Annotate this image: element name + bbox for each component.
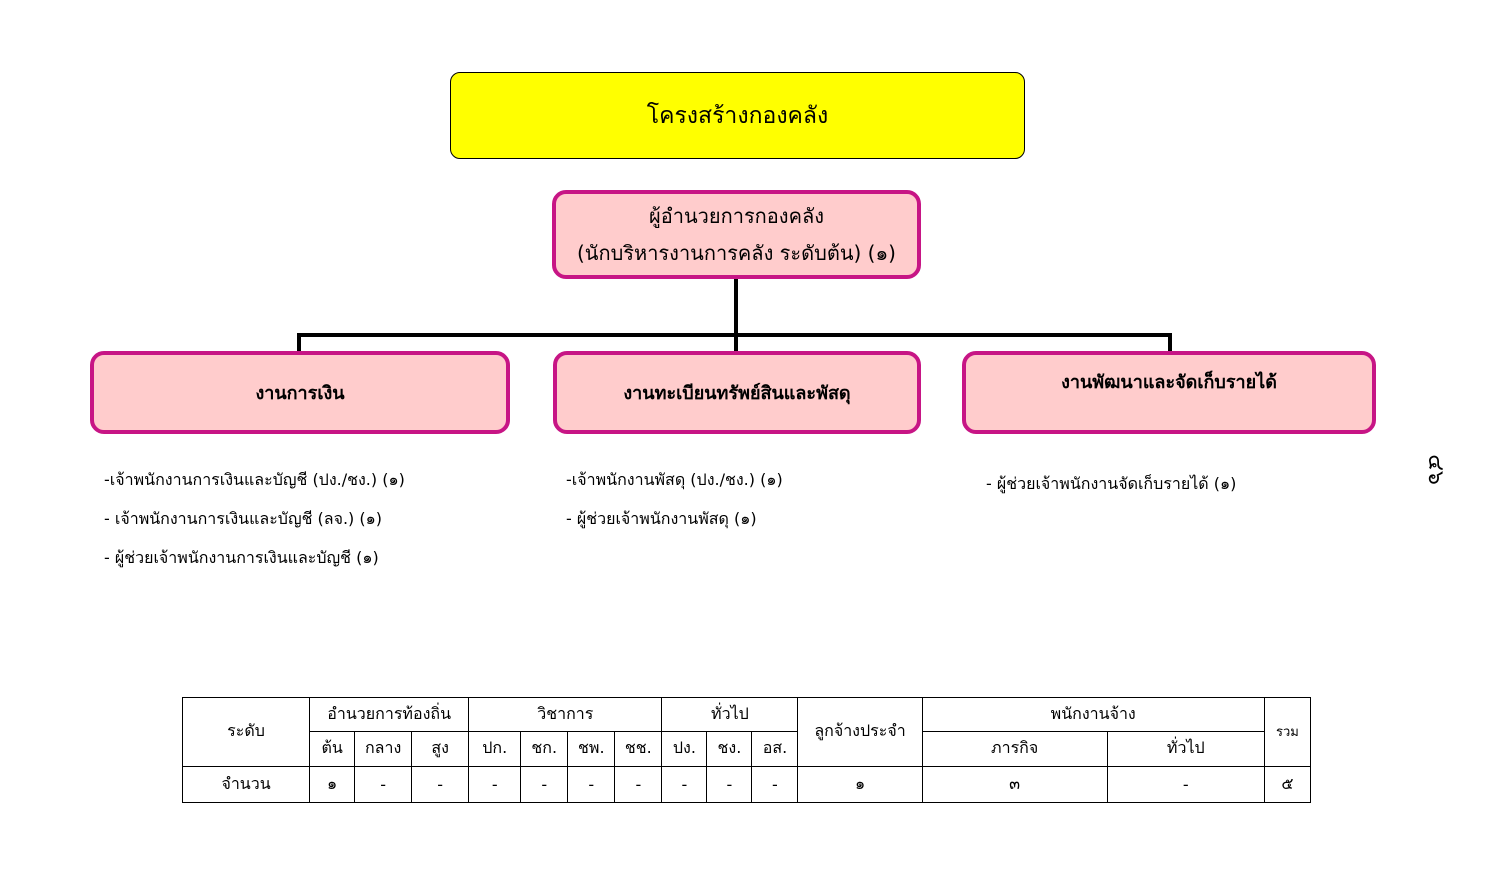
staff-summary-table: ระดับ อำนวยการท้องถิ่น วิชาการ ทั่วไป ลู… (181, 696, 1312, 804)
staff-list-revenue: - ผู้ช่วยเจ้าพนักงานจัดเก็บรายได้ (๑) (986, 473, 1236, 512)
page-number: ๔๖ (1422, 454, 1448, 485)
connector-horizontal (297, 333, 1172, 337)
subheader-cell: อส. (751, 731, 799, 767)
count-cell: ๕ (1263, 765, 1312, 804)
count-cell: - (751, 765, 799, 804)
count-cell: ๑ (309, 765, 356, 804)
group-header-local-director: อำนวยการท้องถิ่น (309, 696, 470, 733)
staff-item: - ผู้ช่วยเจ้าพนักงานพัสดุ (๑) (566, 509, 757, 528)
chart-title: โครงสร้างกองคลัง (646, 102, 829, 129)
unit-name: งานทะเบียนทรัพย์สินและพัสดุ (623, 383, 851, 404)
count-cell: ๓ (921, 765, 1108, 804)
count-cell: - (614, 765, 663, 804)
director-box: ผู้อำนวยการกองคลัง (นักบริหารงานการคลัง … (552, 190, 921, 279)
staff-list-finance: -เจ้าพนักงานการเงินและบัญชี (ปง./ชง.) (๑… (104, 469, 405, 586)
subheader-cell: ชง. (706, 731, 753, 767)
count-cell: - (567, 765, 616, 804)
subheader-cell: ต้น (309, 731, 356, 767)
staff-item: - ผู้ช่วยเจ้าพนักงานจัดเก็บรายได้ (๑) (986, 474, 1237, 493)
connector-drop-right (1168, 333, 1172, 351)
group-header-academic: วิชาการ (468, 696, 663, 733)
table-header-row: ระดับ อำนวยการท้องถิ่น วิชาการ ทั่วไป ลู… (181, 696, 1312, 767)
count-cell: - (354, 765, 413, 804)
subheader-cell: ทั่วไป (1106, 731, 1265, 767)
unit-box-registry: งานทะเบียนทรัพย์สินและพัสดุ (553, 351, 921, 434)
level-header: ระดับ (181, 697, 311, 767)
subheader-cell: ชช. (614, 731, 663, 767)
count-cell: ๑ (797, 765, 923, 804)
unit-name: งานพัฒนาและจัดเก็บรายได้ (1061, 372, 1277, 393)
count-cell: - (468, 765, 522, 804)
table-count-row: จำนวน ๑ - - - - - - - - - ๑ ๓ - ๕ (181, 765, 1312, 804)
staff-item: -เจ้าพนักงานการเงินและบัญชี (ปง./ชง.) (๑… (104, 470, 405, 489)
connector-vertical-main (734, 279, 738, 351)
staff-item: - ผู้ช่วยเจ้าพนักงานการเงินและบัญชี (๑) (104, 548, 379, 567)
director-position: (นักบริหารงานการคลัง ระดับต้น) (๑) (577, 240, 896, 265)
unit-box-finance: งานการเงิน (90, 351, 510, 434)
count-cell: - (706, 765, 753, 804)
count-cell: - (1106, 765, 1265, 804)
title-box: โครงสร้างกองคลัง (450, 72, 1025, 159)
count-cell: - (520, 765, 569, 804)
subheader-cell: ปก. (468, 731, 522, 767)
staff-item: - เจ้าพนักงานการเงินและบัญชี (ลจ.) (๑) (104, 509, 382, 528)
subheader-cell: ภารกิจ (921, 731, 1108, 767)
subheader-cell: ชก. (520, 731, 569, 767)
group-header-permanent-employee: ลูกจ้างประจำ (797, 697, 923, 767)
unit-name: งานการเงิน (255, 383, 345, 404)
count-cell: - (411, 765, 470, 804)
table-subheader-row: ต้น กลาง สูง ปก. ชก. ชพ. ชช. ปง. ชง. อส.… (183, 731, 1311, 767)
group-header-contract-staff: พนักงานจ้าง (921, 696, 1265, 733)
staff-list-registry: -เจ้าพนักงานพัสดุ (ปง./ชง.) (๑) - ผู้ช่ว… (566, 469, 783, 547)
staff-item: -เจ้าพนักงานพัสดุ (ปง./ชง.) (๑) (566, 470, 783, 489)
subheader-cell: กลาง (354, 731, 413, 767)
group-header-general: ทั่วไป (661, 696, 799, 733)
subheader-cell: สูง (411, 731, 470, 767)
director-title: ผู้อำนวยการกองคลัง (649, 203, 824, 228)
count-cell: - (661, 765, 708, 804)
group-header-total: รวม (1263, 697, 1312, 767)
unit-box-revenue: งานพัฒนาและจัดเก็บรายได้ (962, 351, 1376, 434)
subheader-cell: ชพ. (567, 731, 616, 767)
subheader-cell: ปง. (661, 731, 708, 767)
count-label: จำนวน (181, 765, 311, 804)
connector-drop-left (297, 333, 301, 351)
